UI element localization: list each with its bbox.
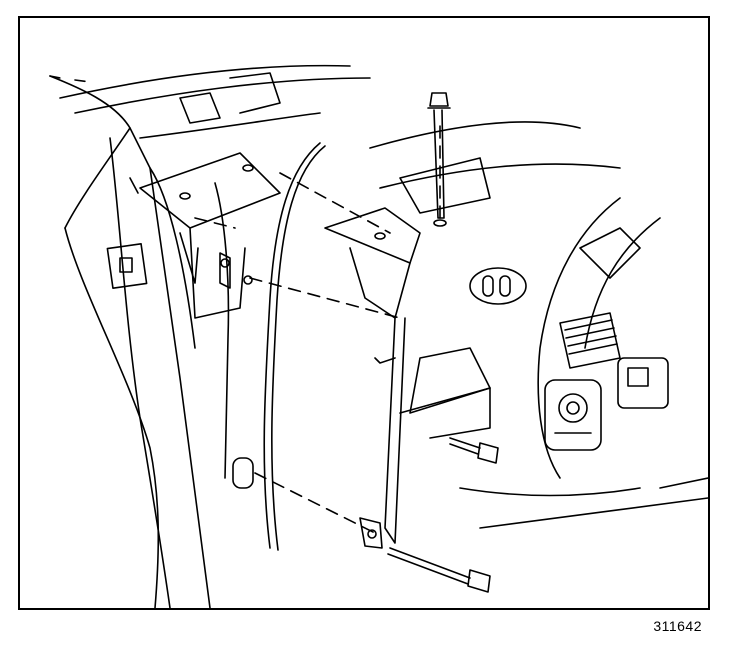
wiring-harness bbox=[215, 143, 325, 550]
figure-code: 311642 bbox=[653, 618, 702, 634]
switch-plate bbox=[618, 358, 668, 408]
left-mount-bracket bbox=[140, 153, 280, 318]
control-knob bbox=[545, 380, 601, 450]
lower-bolt bbox=[388, 548, 490, 592]
diagram-frame bbox=[18, 16, 710, 610]
alignment-lines bbox=[195, 118, 440, 533]
instrument-panel bbox=[460, 198, 708, 528]
exploded-view-drawing bbox=[20, 18, 708, 608]
upper-bolt bbox=[428, 93, 450, 226]
dash-top bbox=[50, 66, 620, 213]
middle-bolt bbox=[450, 438, 498, 463]
air-vent bbox=[560, 313, 620, 368]
lower-support bbox=[400, 348, 490, 438]
bracket bbox=[325, 208, 420, 548]
grommet bbox=[470, 268, 526, 304]
a-pillar bbox=[50, 76, 210, 608]
